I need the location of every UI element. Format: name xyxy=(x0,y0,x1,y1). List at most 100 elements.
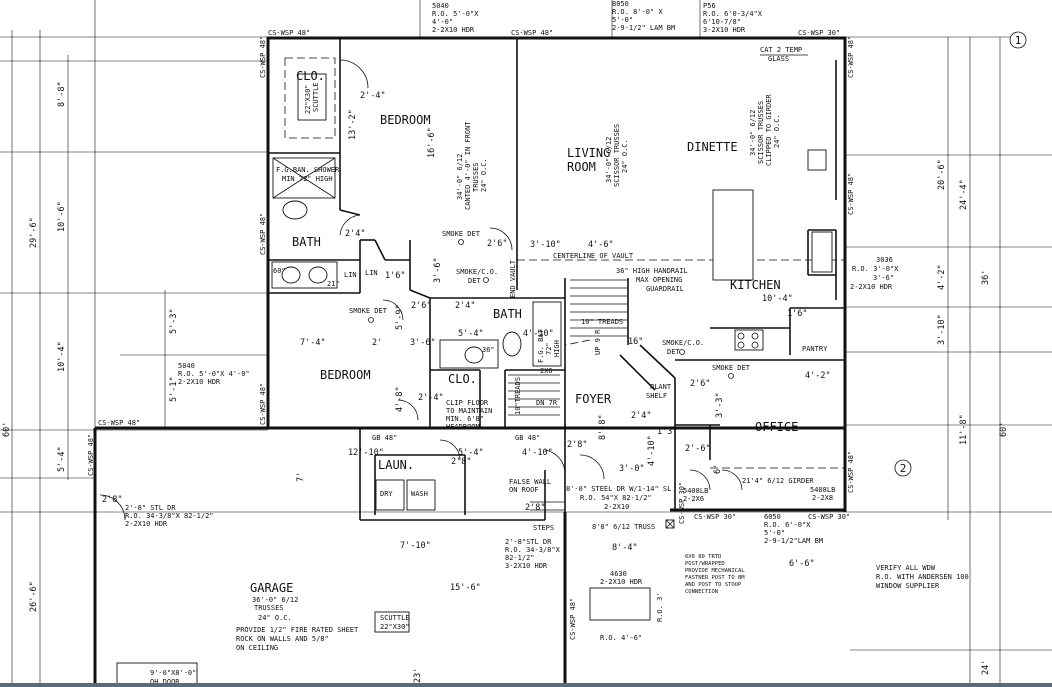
walls xyxy=(93,36,847,687)
room-bedroom-1: BEDROOM xyxy=(380,113,431,127)
note-cs-bottom-2: CS-WSP 30" xyxy=(694,513,736,521)
note-trusses-bedroom: 34'-0" 6/12 CANTED 4'-0" IN FRONT TRUSSE… xyxy=(456,117,488,210)
dim-2: 2' xyxy=(372,338,382,348)
note-smoke-co-1: SMOKE/C.O. DET xyxy=(456,268,502,285)
note-cs-top-3: CS-WSP 30" xyxy=(798,29,840,37)
room-living-2: ROOM xyxy=(567,160,596,174)
room-foyer: FOYER xyxy=(575,392,612,406)
dim-2-8d: 2'8" xyxy=(525,503,545,513)
note-stl-dr-left: 2'-8" STL DR R.O. 34-3/8"X 82-1/2" 2-2X1… xyxy=(125,504,218,528)
note-cs-garage: CS-WSP 48" xyxy=(98,419,140,427)
dim-2-4c: 2'4" xyxy=(455,301,475,311)
note-treads-10b: 10"TREADS xyxy=(514,377,522,415)
room-closet-top: CLO. xyxy=(296,69,325,83)
note-cs-left-3: CS-WSP 48" xyxy=(259,383,267,425)
dim-right-36: 36' xyxy=(981,270,991,285)
note-centerline: CENTERLINE OF VAULT xyxy=(553,252,634,260)
dim-2-4a: 2'-4" xyxy=(360,91,386,101)
dim-4-6: 4'-6" xyxy=(588,240,614,250)
dim-15-6: 15'-6" xyxy=(450,583,481,593)
dim-7: 7' xyxy=(296,472,306,482)
room-closet-2: CLO. xyxy=(448,372,477,386)
note-lb5408b: 5408LB 2-2X8 xyxy=(810,486,840,502)
room-labels: CLO. BEDROOM LIVING ROOM DINETTE KITCHEN… xyxy=(250,69,828,595)
dim-16-6: 16'-6" xyxy=(427,127,437,158)
dim-3-10: 3'-10" xyxy=(530,240,561,250)
note-false-wall: FALSE WALL ON ROOF xyxy=(509,478,555,494)
dim-60b: 60" xyxy=(273,267,286,275)
note-smoke-det-2: SMOKE DET xyxy=(349,307,388,315)
room-office: OFFICE xyxy=(755,420,798,434)
dim-4-2: 4'-2" xyxy=(805,371,831,381)
note-treads-10a: 10" TREADS xyxy=(581,318,623,326)
room-garage: GARAGE xyxy=(250,581,293,595)
room-laundry: LAUN. xyxy=(378,458,414,472)
note-end-vault: END VAULT xyxy=(509,259,517,298)
dim-7-4: 7'-4" xyxy=(300,338,326,348)
room-kitchen: KITCHEN xyxy=(730,278,781,292)
note-smoke-co-2: SMOKE/C.O. DET xyxy=(662,339,708,356)
fixtures xyxy=(116,73,833,687)
dim-10-4: 10'-4" xyxy=(762,294,793,304)
dim-left-10-4: 10'-4" xyxy=(57,341,67,372)
dim-right-11-8: 11'-8" xyxy=(959,414,969,445)
dim-8-8: 8'-8" xyxy=(598,414,608,440)
dim-12-10: 12'-10" xyxy=(348,448,384,458)
dim-8-4: 8'-4" xyxy=(612,543,638,553)
grid-marker-1: 1 xyxy=(1015,34,1022,47)
dim-left-5-3: 5'-3" xyxy=(169,308,179,334)
dim-3-6b: 3'-6" xyxy=(410,338,436,348)
note-cs-bottom-1: CS-WSP 30" xyxy=(678,482,686,524)
dim-2-6b: 2'6" xyxy=(411,301,431,311)
dim-left-8-8: 8'-8" xyxy=(57,81,67,107)
dim-left-5-1: 5'-1" xyxy=(169,376,179,402)
note-truss-8-6: 8'8" 6/12 TRUSS xyxy=(592,523,655,531)
dim-left-5-4: 5'-4" xyxy=(57,446,67,472)
dim-2-8b: 2'8" xyxy=(451,457,471,467)
note-hdr5040-left: 5040 R.O. 5'-0"X 4'-0" 2-2X10 HDR xyxy=(178,362,254,386)
dim-6-6: 6'-6" xyxy=(789,559,815,569)
dim-right-3-10: 3'-10" xyxy=(937,314,947,345)
dim-2x6: 2X6 xyxy=(540,367,553,375)
dim-5-4b: 5'-4" xyxy=(458,448,484,458)
note-cs-top-2: CS-WSP 48" xyxy=(511,29,553,37)
dim-right-20-6: 20'-6" xyxy=(937,159,947,190)
dim-13-2: 13'-2" xyxy=(348,109,358,140)
dim-2-8c: 2'8" xyxy=(102,495,122,505)
room-lin: LIN xyxy=(344,271,357,279)
dim-16: 16" xyxy=(628,337,643,347)
note-smoke-det-1: SMOKE DET xyxy=(442,230,481,238)
dim-2-4b: 2'4" xyxy=(345,229,365,239)
note-clip-floor: CLIP FLOOR TO MAINTAIN MIN. 6'8" HEADROO… xyxy=(446,399,497,431)
dim-36: 36" xyxy=(482,346,495,354)
note-gb48b: GB 48" xyxy=(515,434,540,442)
dashed-lines xyxy=(284,57,845,469)
note-fg-bath: F.G. BAT 72" HIGH xyxy=(537,325,561,363)
dim-3-3: 3'-3" xyxy=(715,392,725,418)
note-cs-top-1: CS-WSP 48" xyxy=(268,29,310,37)
note-stl-dr-mid: 2'-8"STL DR R.O. 34-3/8"X 82-1/2" 3-2X10… xyxy=(505,538,564,570)
dim-2-6c: 2'6" xyxy=(690,379,710,389)
note-lb5408a: 5408LB 2-2X6 xyxy=(683,487,713,503)
dim-left-26-6: 26'-6" xyxy=(29,581,39,612)
note-girder: 21'4" 6/12 GIRDER xyxy=(742,477,814,485)
note-hdr3036: 3036 R.O. 3'-0"X 3'-6" 2-2X10 HDR xyxy=(850,256,903,291)
note-cs-right-2: CS-WSP 48" xyxy=(847,173,855,215)
note-hdr4630: 4630 2-2X10 HDR xyxy=(600,570,643,586)
dim-2-6: 2'6" xyxy=(487,239,507,249)
note-fire-rated: PROVIDE 1/2" FIRE RATED SHEET ROCK ON WA… xyxy=(236,626,362,652)
dim-1-6: 1'6" xyxy=(385,271,405,281)
dim-7-10: 7'-10" xyxy=(400,541,431,551)
dim-2-6d: 2'-6" xyxy=(685,444,711,454)
dim-5-9: 5'-9" xyxy=(395,304,405,330)
room-bath-2: BATH xyxy=(493,307,522,321)
note-smoke-det-3: SMOKE DET xyxy=(712,364,751,372)
dim-1-6b: 1'6" xyxy=(787,309,807,319)
note-cs-bottom-3: CS-WSP 30" xyxy=(808,513,850,521)
grid-markers: 1 2 xyxy=(894,31,1027,477)
dim-right-4-2: 4'-2" xyxy=(937,264,947,290)
dim-left-10-6: 10'-6" xyxy=(57,201,67,232)
note-up: UP 9 R xyxy=(594,329,602,355)
note-scuttle-garage: SCUTTLE 22"X30" xyxy=(380,614,414,631)
note-scuttle-top: 22"X30" SCUTTLE xyxy=(304,80,320,114)
